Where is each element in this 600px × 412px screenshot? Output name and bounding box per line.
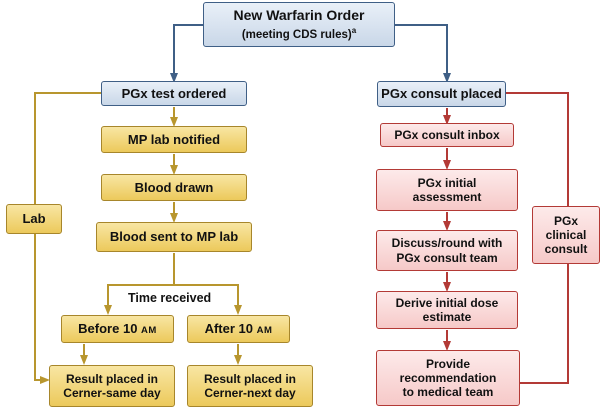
- discuss-line1: Discuss/round with: [391, 236, 503, 251]
- lab-side-box: Lab: [6, 204, 62, 234]
- result-next-day-line1: Result placed in: [203, 371, 297, 386]
- result-same-day-box: Result placed in Cerner-same day: [49, 365, 175, 407]
- lab-flow-connectors: [34, 92, 242, 384]
- result-next-day-box: Result placed in Cerner-next day: [187, 365, 313, 407]
- derive-line1: Derive initial dose: [395, 295, 499, 310]
- title-line1: New Warfarin Order: [233, 7, 365, 24]
- provide-line3: to medical team: [402, 385, 494, 400]
- blood-drawn-label: Blood drawn: [134, 179, 214, 195]
- pgx-initial-assessment-box: PGx initial assessment: [376, 169, 518, 211]
- result-same-day-line2: Cerner-same day: [63, 386, 161, 400]
- new-warfarin-order-box: New Warfarin Order (meeting CDS rules)a: [203, 2, 395, 47]
- clinical-consult-line2: clinical: [545, 227, 587, 242]
- discuss-line2: PGx consult team: [396, 250, 498, 265]
- provide-line2: recommendation: [399, 370, 497, 385]
- initial-assessment-line2: assessment: [412, 190, 482, 204]
- blood-sent-box: Blood sent to MP lab: [96, 222, 252, 252]
- lab-side-label: Lab: [22, 211, 46, 227]
- after-10am-box: After 10 AM: [187, 315, 290, 343]
- initial-assessment-line1: PGx initial: [417, 175, 477, 190]
- result-same-day-line1: Result placed in: [65, 371, 158, 386]
- derive-dose-box: Derive initial dose estimate: [376, 291, 518, 329]
- blood-drawn-box: Blood drawn: [101, 174, 247, 201]
- blood-sent-label: Blood sent to MP lab: [109, 229, 239, 245]
- pgx-consult-placed-label: PGx consult placed: [381, 86, 502, 102]
- pgx-consult-inbox-box: PGx consult inbox: [380, 123, 514, 147]
- provide-recommendation-box: Provide recommendation to medical team: [376, 350, 520, 406]
- title-branch-connectors: [170, 24, 451, 83]
- derive-line2: estimate: [422, 310, 472, 324]
- time-received-label: Time received: [125, 291, 215, 305]
- clinical-consult-line1: PGx: [553, 213, 578, 228]
- before-10am-box: Before 10 AM: [61, 315, 174, 343]
- mp-lab-notified-label: MP lab notified: [127, 131, 221, 147]
- discuss-round-box: Discuss/round with PGx consult team: [376, 230, 518, 271]
- title-line2: (meeting CDS rules)a: [241, 25, 357, 41]
- result-next-day-line2: Cerner-next day: [204, 386, 296, 400]
- footnote-mark: a: [351, 25, 357, 35]
- pgx-consult-placed-box: PGx consult placed: [377, 81, 506, 107]
- pgx-consult-inbox-label: PGx consult inbox: [394, 127, 500, 142]
- mp-lab-notified-box: MP lab notified: [101, 126, 247, 153]
- before-10am-label: Before 10 AM: [78, 321, 157, 337]
- pgx-test-ordered-box: PGx test ordered: [101, 81, 247, 106]
- clinical-consult-line3: consult: [544, 242, 588, 257]
- pgx-clinical-consult-box: PGx clinical consult: [532, 206, 600, 264]
- after-10am-label: After 10 AM: [204, 321, 273, 337]
- provide-line1: Provide: [425, 356, 470, 371]
- pgx-test-ordered-label: PGx test ordered: [121, 85, 227, 101]
